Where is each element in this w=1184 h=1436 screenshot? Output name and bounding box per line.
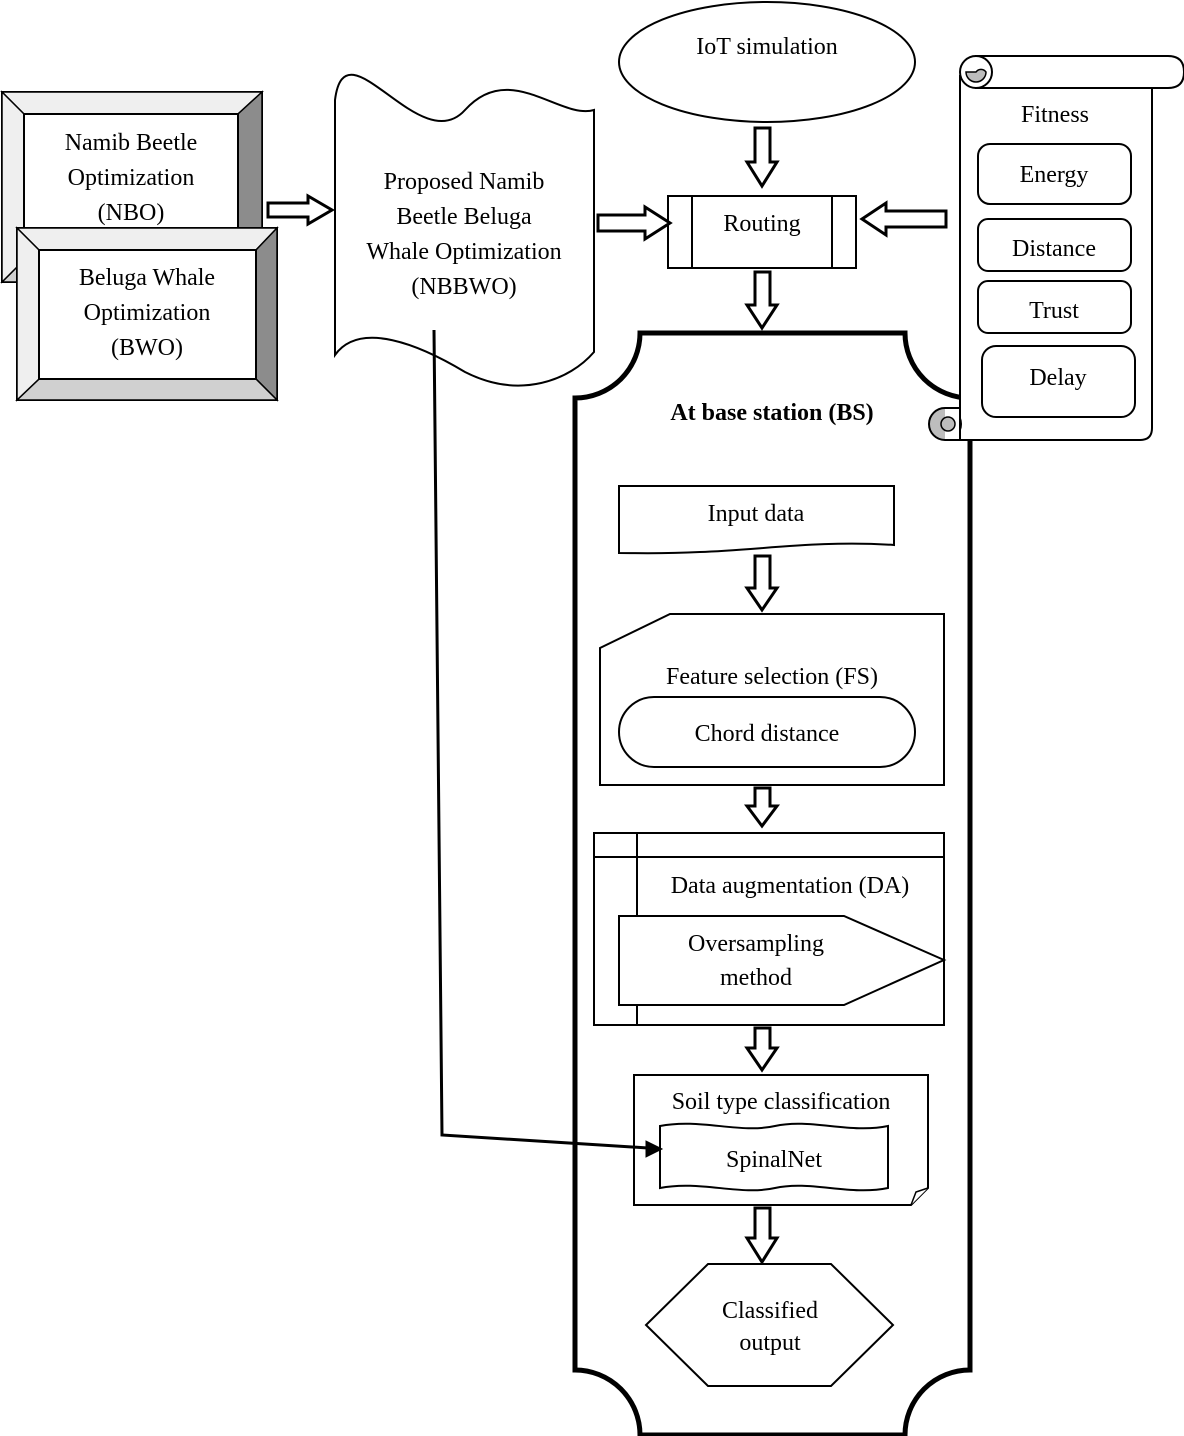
nbbwo-line-1: Proposed Namib bbox=[384, 169, 545, 195]
input-data-label: Input data bbox=[708, 501, 805, 527]
arrow-fitness-to-routing bbox=[859, 200, 948, 238]
arrow-soil-to-output bbox=[744, 1206, 780, 1265]
chord-distance-label: Chord distance bbox=[695, 721, 840, 747]
input-data-node: Input data bbox=[618, 485, 895, 555]
arrow-routing-to-bs bbox=[744, 270, 780, 331]
routing-label: Routing bbox=[723, 211, 800, 237]
arrow-iot-to-routing bbox=[744, 126, 780, 189]
data-augmentation-node: Data augmentation (DA) Oversampling meth… bbox=[593, 832, 947, 1026]
iot-simulation-node: IoT simulation bbox=[618, 1, 916, 123]
bwo-box: Beluga Whale Optimization (BWO) bbox=[15, 226, 279, 402]
fitness-scroll: Fitness Energy Distance Trust Delay bbox=[928, 55, 1184, 441]
arrow-nbo-to-nbbwo bbox=[266, 193, 335, 227]
bwo-line-2: Optimization bbox=[84, 300, 211, 326]
spinalnet-node bbox=[659, 1122, 889, 1192]
nbo-line-1: Namib Beetle bbox=[65, 130, 198, 156]
iot-label: IoT simulation bbox=[696, 34, 838, 60]
chord-distance-node bbox=[618, 696, 916, 768]
soil-classification-node: Soil type classification SpinalNet bbox=[633, 1074, 929, 1206]
arrow-input-to-fs bbox=[744, 554, 780, 613]
output-line-2: output bbox=[739, 1330, 801, 1356]
nbbwo-line-4: (NBBWO) bbox=[411, 274, 516, 300]
arrow-nbbwo-to-routing bbox=[596, 204, 673, 242]
feature-selection-label: Feature selection (FS) bbox=[666, 664, 878, 690]
fitness-title: Fitness bbox=[1021, 102, 1089, 128]
fitness-delay-label: Delay bbox=[1029, 365, 1086, 391]
bwo-line-1: Beluga Whale bbox=[79, 265, 215, 291]
nbo-line-3: (NBO) bbox=[98, 200, 165, 226]
bwo-line-3: (BWO) bbox=[111, 335, 183, 361]
fitness-trust-label: Trust bbox=[1029, 298, 1079, 324]
arrow-da-to-soil bbox=[744, 1026, 780, 1073]
classified-output-node: Classified output bbox=[644, 1263, 895, 1387]
connector-nbbwo-to-spinalnet bbox=[432, 329, 664, 1158]
spinalnet-label: SpinalNet bbox=[726, 1147, 822, 1173]
oversampling-line-2: method bbox=[720, 965, 792, 991]
fitness-item-trust bbox=[977, 280, 1132, 334]
nbbwo-line-3: Whale Optimization bbox=[366, 239, 561, 265]
nbbwo-line-2: Beetle Beluga bbox=[396, 204, 532, 230]
arrow-fs-to-da bbox=[744, 786, 780, 829]
nbbwo-node: Proposed Namib Beetle Beluga Whale Optim… bbox=[334, 73, 595, 387]
base-station-label: At base station (BS) bbox=[670, 400, 873, 426]
oversampling-line-1: Oversampling bbox=[688, 931, 824, 957]
nbo-line-2: Optimization bbox=[68, 165, 195, 191]
fitness-item-distance bbox=[977, 218, 1132, 272]
fitness-energy-label: Energy bbox=[1020, 162, 1089, 188]
routing-node: Routing bbox=[667, 195, 857, 269]
fitness-item-energy bbox=[977, 143, 1132, 205]
soil-classification-label: Soil type classification bbox=[672, 1089, 891, 1115]
fitness-item-delay bbox=[981, 345, 1136, 418]
data-augmentation-label: Data augmentation (DA) bbox=[671, 873, 910, 899]
feature-selection-node: Feature selection (FS) Chord distance bbox=[599, 613, 945, 786]
fitness-distance-label: Distance bbox=[1012, 236, 1096, 262]
output-line-1: Classified bbox=[722, 1298, 818, 1324]
oversampling-node bbox=[618, 915, 947, 1006]
